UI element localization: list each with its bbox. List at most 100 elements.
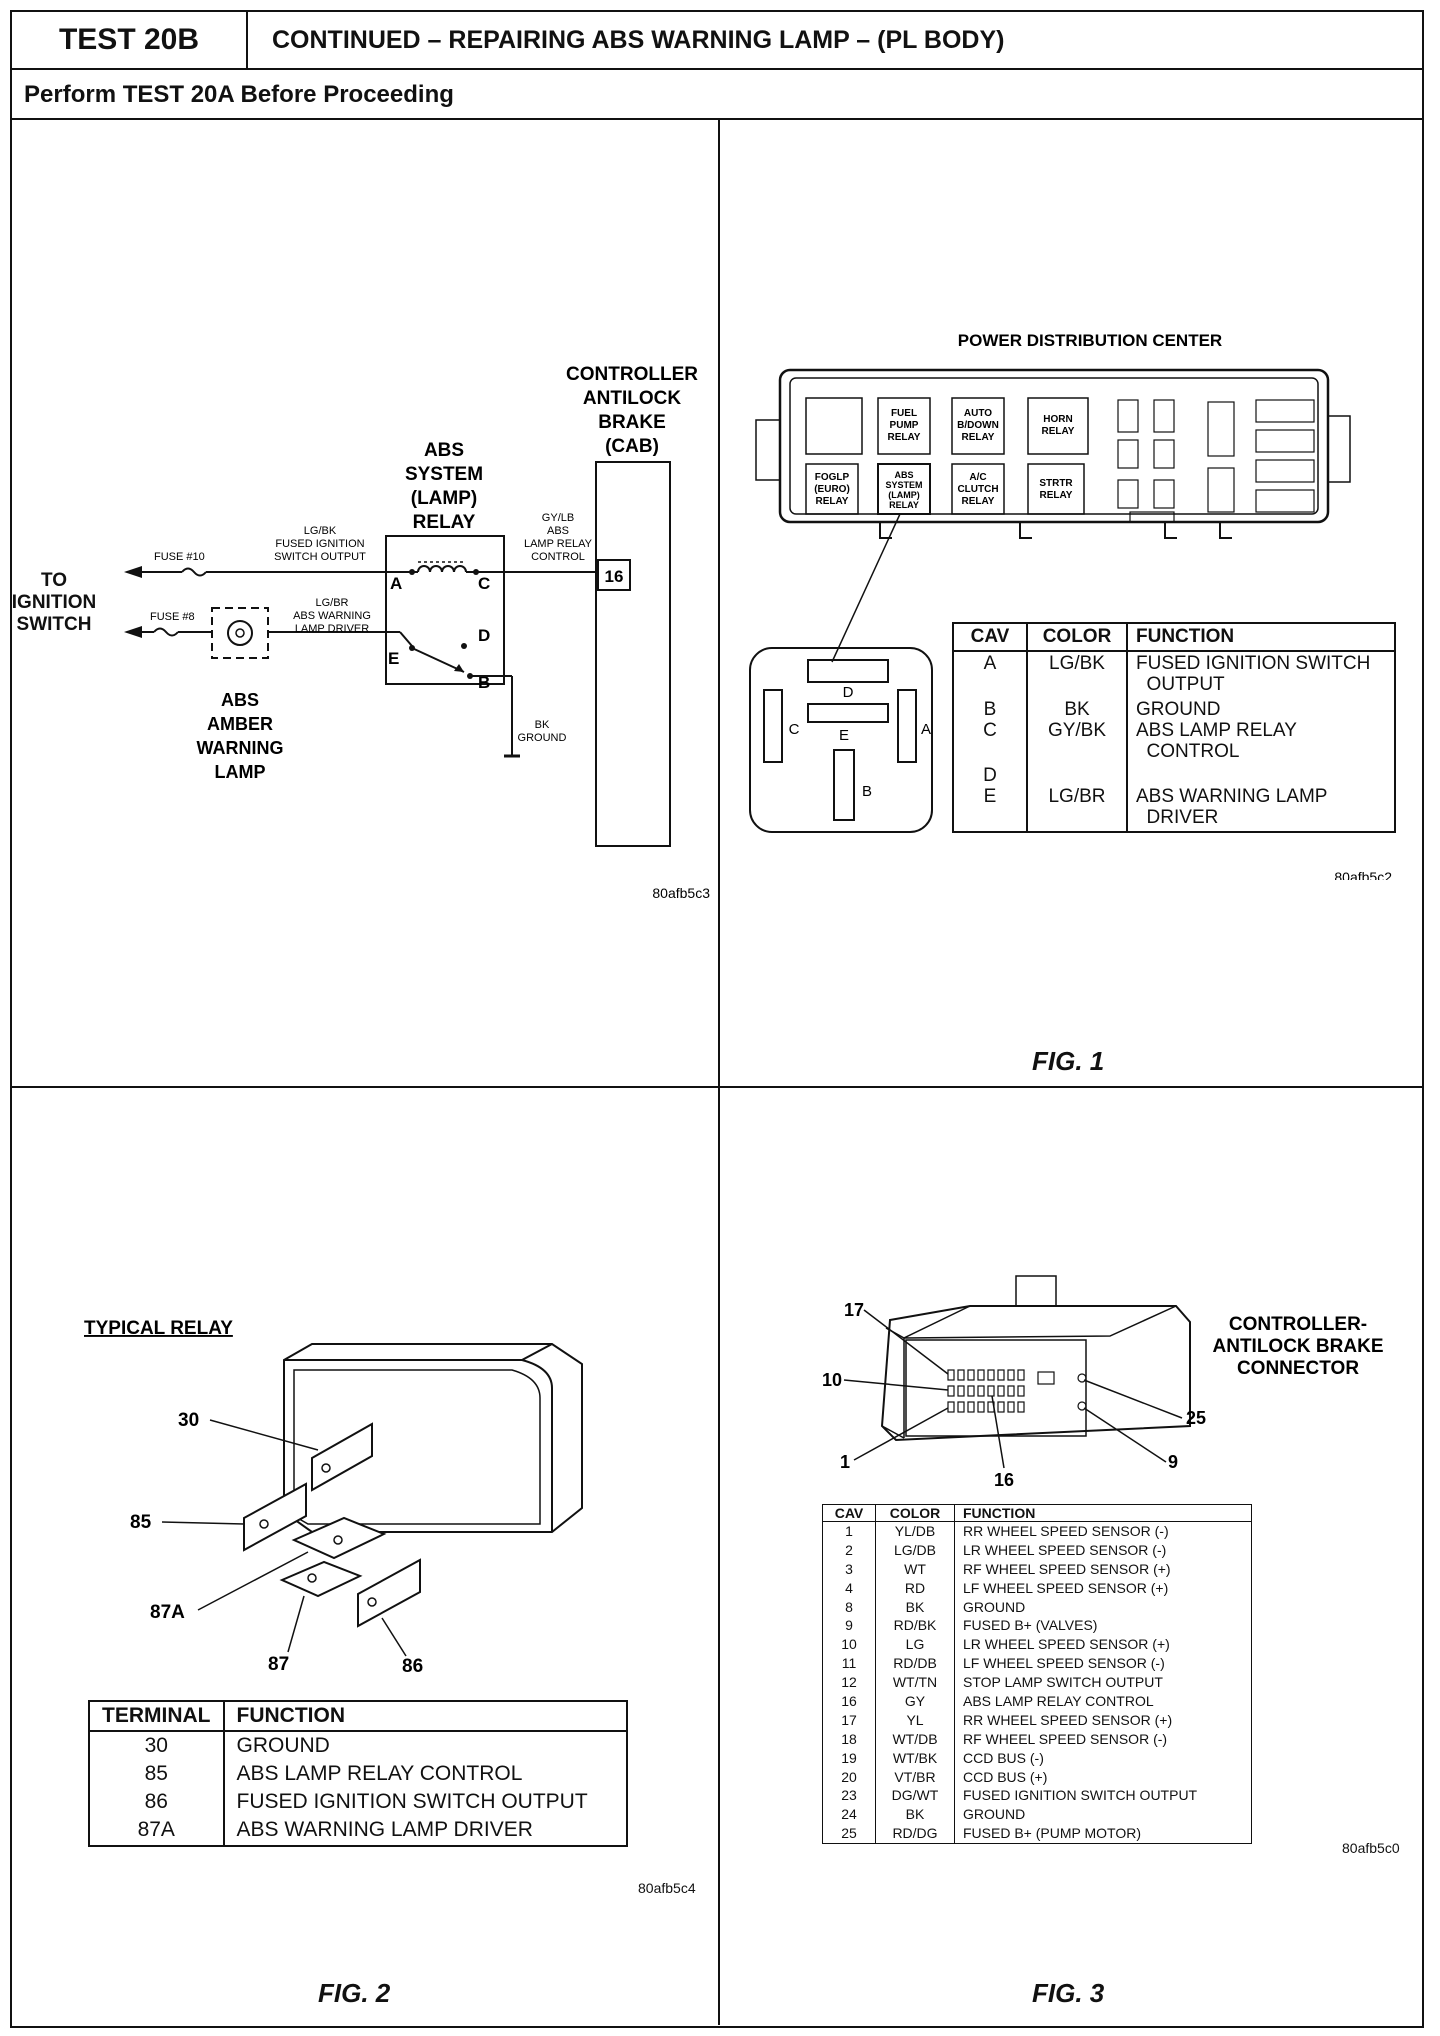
svg-text:FOGLP: FOGLP — [815, 472, 850, 483]
relay-label-4: RELAY — [413, 512, 476, 533]
warning-lamp-bulb — [227, 620, 253, 646]
svg-text:FUEL: FUEL — [891, 408, 917, 419]
wire-lgbr-color: LG/BR — [315, 597, 348, 609]
wire-lgbk-desc-2: SWITCH OUTPUT — [274, 551, 366, 563]
svg-text:HORN: HORN — [1043, 414, 1072, 425]
col-color: COLOR — [875, 1504, 955, 1522]
svg-text:CLUTCH: CLUTCH — [957, 484, 998, 495]
pin-label-25: 25 — [1186, 1408, 1206, 1428]
label-87: 87 — [268, 1654, 289, 1675]
wire-gylb-desc-3: CONTROL — [531, 551, 585, 563]
lamp-label-2: AMBER — [207, 714, 273, 734]
svg-text:ABS: ABS — [894, 470, 913, 480]
cavity-pin-e: E — [839, 727, 849, 744]
fig3-label: FIG. 3 — [1032, 1978, 1105, 2008]
relay-fuel-pump — [877, 397, 931, 455]
page-frame — [10, 10, 1424, 2028]
col-function: FUNCTION — [1126, 622, 1396, 652]
relay-body — [283, 1343, 583, 1533]
svg-text:SYSTEM: SYSTEM — [885, 480, 922, 490]
label-87a: 87A — [150, 1602, 185, 1623]
fig2-label: FIG. 2 — [318, 1978, 391, 2008]
col-cav: CAV — [952, 622, 1028, 652]
svg-text:AUTO: AUTO — [964, 408, 992, 419]
pin-label-1: 1 — [840, 1452, 850, 1472]
wire-lgbk-color: LG/BK — [304, 525, 337, 537]
pin-label-16: 16 — [994, 1470, 1014, 1490]
warning-lamp-housing — [211, 607, 269, 659]
table-row: D E LG/BR ABS WARNING LAMP DRIVER — [952, 764, 1396, 834]
cab-label-4: (CAB) — [605, 436, 659, 457]
fuse-8-label: FUSE #8 — [150, 611, 195, 623]
cavity-pin-a: A — [921, 721, 931, 738]
svg-text:PUMP: PUMP — [890, 420, 919, 431]
terminal-85 — [243, 1482, 307, 1552]
schematic-code: 80afb5c3 — [652, 885, 710, 901]
cab-label-3: BRAKE — [598, 412, 666, 433]
fig3-connector-drawing: CONTROLLER- ANTILOCK BRAKE CONNECTOR 17 … — [822, 1275, 1384, 1490]
terminal-86 — [357, 1558, 421, 1628]
wire-gylb-color: GY/LB — [542, 512, 574, 524]
relay-pin-d: D — [478, 626, 490, 645]
cab-pin-16: 16 — [605, 567, 624, 586]
svg-text:B/DOWN: B/DOWN — [957, 420, 999, 431]
relay-auto-shutdown — [951, 397, 1005, 455]
abs-lamp-schematic: TO IGNITION SWITCH FUSE #10 LG/BK FUSED … — [12, 364, 710, 901]
fuse-8-symbol — [153, 627, 179, 637]
to-ignition-label-3: SWITCH — [17, 614, 92, 635]
cavity-pin-d: D — [843, 684, 854, 701]
fuse-block — [1117, 399, 1315, 523]
pdc-empty-slot — [805, 397, 863, 455]
cavity-pointer-line — [831, 513, 901, 663]
terminal-30 — [311, 1422, 373, 1492]
svg-text:RELAY: RELAY — [888, 432, 921, 443]
test-label: TEST 20B — [12, 12, 248, 68]
pin-label-9: 9 — [1168, 1452, 1178, 1472]
cab-module-box — [595, 461, 671, 847]
header-divider — [12, 68, 1424, 70]
wire-lgbr-desc-2: LAMP DRIVER — [295, 623, 369, 635]
table-row: A LG/BK FUSED IGNITION SWITCH OUTPUT — [952, 651, 1396, 698]
relay-abs-system-lamp — [877, 463, 931, 515]
pdc-title: POWER DISTRIBUTION CENTER — [958, 331, 1222, 350]
relay-starter — [1027, 463, 1085, 515]
svg-text:RELAY: RELAY — [1042, 426, 1075, 437]
svg-text:STRTR: STRTR — [1039, 478, 1073, 489]
fig1-cavity-table: CAV COLOR FUNCTION A LG/BK FUSED IGNITIO… — [952, 622, 1396, 834]
wire-lgbk-desc-1: FUSED IGNITION — [275, 538, 364, 550]
fig3-code: 80afb5c0 — [1342, 1840, 1400, 1856]
row-divider — [12, 1086, 1424, 1088]
label-30: 30 — [178, 1410, 199, 1431]
relay-pin-e: E — [388, 649, 399, 668]
relay-horn — [1027, 397, 1089, 455]
relay-switch-arm — [411, 647, 465, 673]
cab-label-2: ANTILOCK — [583, 388, 681, 409]
wire-gylb-desc-1: ABS — [547, 525, 569, 537]
ground-desc: GROUND — [518, 732, 567, 744]
column-divider — [718, 119, 720, 2025]
svg-text:RELAY: RELAY — [962, 432, 995, 443]
col-function: FUNCTION — [222, 1700, 628, 1732]
relay-pin-c: C — [478, 574, 490, 593]
fig1-code: 80afb5c2 — [1334, 869, 1392, 880]
label-86: 86 — [402, 1656, 423, 1677]
svg-text:RELAY: RELAY — [1040, 490, 1073, 501]
typical-relay-title: TYPICAL RELAY — [84, 1318, 233, 1339]
relay-cavity-outline — [749, 647, 933, 833]
svg-text:(EURO): (EURO) — [814, 484, 850, 495]
fuse-10-label: FUSE #10 — [154, 551, 205, 563]
table-row: B C BK GY/BK GROUND ABS LAMP RELAY CONTR… — [952, 697, 1396, 765]
fig1-pdc-diagram: POWER DISTRIBUTION CENTER FUELPUMPRELAY … — [749, 331, 1392, 880]
